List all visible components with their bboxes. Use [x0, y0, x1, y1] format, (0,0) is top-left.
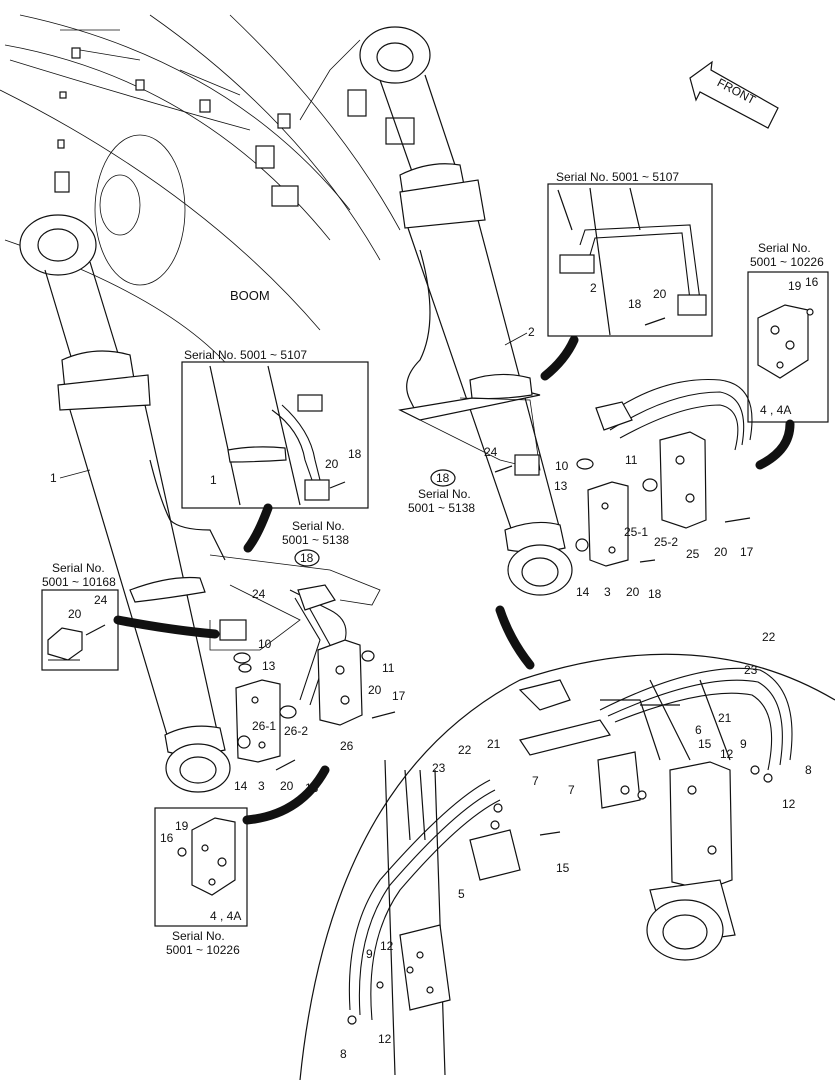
callout-20-e: 20: [280, 779, 294, 793]
callout-24-a: 24: [94, 593, 108, 607]
callout-22-b: 22: [458, 743, 472, 757]
callout-18-a: 18: [348, 447, 362, 461]
inset-bottom-10226-caption-2: 5001 ~ 10226: [166, 943, 240, 957]
inset-10168-drawing: [47, 624, 106, 661]
callout-24-b: 24: [252, 587, 266, 601]
callout-2: 2: [528, 325, 535, 339]
callout-23-b: 23: [432, 761, 446, 775]
callout-26-2: 26-2: [284, 724, 308, 738]
inset-left-5107-drawing: [209, 365, 346, 506]
inset-bottom-10226-caption-1: Serial No.: [172, 929, 225, 943]
callout-17-a: 17: [392, 689, 406, 703]
callout-13-b: 13: [554, 479, 568, 493]
detail-circle-outline: [299, 653, 835, 1080]
callout-7-b: 7: [532, 774, 539, 788]
callout-12-c: 12: [380, 939, 394, 953]
callout-9-a: 9: [740, 737, 747, 751]
left-boom-cylinder: [19, 214, 231, 793]
boom-label: BOOM: [230, 288, 270, 303]
callout-10-b: 10: [555, 459, 569, 473]
callout-5: 5: [458, 887, 465, 901]
inset-top-10226-caption-2: 5001 ~ 10226: [750, 255, 824, 269]
callout-18-circ-left: 18: [300, 551, 314, 565]
circled-18-right: [430, 469, 456, 487]
inset-10168-caption-2: 5001 ~ 10168: [42, 575, 116, 589]
left-valve-hoses: [219, 584, 396, 771]
callout-arcs: [113, 335, 795, 825]
callout-25-2: 25-2: [654, 535, 678, 549]
inset-serial-10168: [41, 589, 119, 671]
callout-26: 26: [340, 739, 354, 753]
callout-25-1: 25-1: [624, 525, 648, 539]
callout-16-b: 16: [160, 831, 174, 845]
callout-19-b: 19: [175, 819, 189, 833]
serial-5138-left-caption-1: Serial No.: [292, 519, 345, 533]
callout-18-b: 18: [628, 297, 642, 311]
inset-top-10226-caption-1: Serial No.: [758, 241, 811, 255]
inset-serial-5107-left: [181, 361, 369, 509]
boom-brackets: [54, 47, 415, 207]
serial-5138-right-caption-1: Serial No.: [418, 487, 471, 501]
inset-bottom-10226-block: [177, 817, 236, 896]
callout-14-b: 14: [576, 585, 590, 599]
callout-20-g: 20: [626, 585, 640, 599]
callout-3-b: 3: [604, 585, 611, 599]
callout-8-a: 8: [805, 763, 812, 777]
callout-2b: 2: [590, 281, 597, 295]
callout-16-a: 16: [805, 275, 819, 289]
callout-3-a: 3: [258, 779, 265, 793]
callout-20-d: 20: [368, 683, 382, 697]
callout-23-a: 23: [744, 663, 758, 677]
callout-11-b: 11: [625, 453, 638, 467]
callout-18-d: 18: [648, 587, 662, 601]
callout-15-a: 15: [698, 737, 712, 751]
callout-8-b: 8: [340, 1047, 347, 1061]
boom-outline: [0, 14, 401, 381]
callout-22-a: 22: [762, 630, 776, 644]
callout-19-a: 19: [788, 279, 802, 293]
callout-20-a: 20: [325, 457, 339, 471]
callout-13-a: 13: [262, 659, 276, 673]
callout-7-a: 7: [568, 783, 575, 797]
inset-left-5107-caption: Serial No. 5001 ~ 5107: [184, 348, 307, 362]
right-valve-hoses: [494, 378, 753, 567]
inset-10168-caption-1: Serial No.: [52, 561, 105, 575]
callout-20-b: 20: [653, 287, 667, 301]
callout-4-4a-top: 4 , 4A: [760, 403, 791, 417]
callout-1b: 1: [210, 473, 217, 487]
callout-6: 6: [695, 723, 702, 737]
callout-10-a: 10: [258, 637, 272, 651]
callout-21-b: 21: [487, 737, 501, 751]
callout-18-circ-right: 18: [436, 471, 450, 485]
callout-1: 1: [50, 471, 57, 485]
callout-15-b: 15: [556, 861, 570, 875]
callout-20-c: 20: [68, 607, 82, 621]
callout-21-a: 21: [718, 711, 732, 725]
serial-5138-right-caption-2: 5001 ~ 5138: [408, 501, 475, 515]
inset-right-5107-drawing: [557, 187, 707, 336]
callout-24-c: 24: [484, 445, 498, 459]
callout-17-b: 17: [740, 545, 754, 559]
inset-top-10226-block: [757, 304, 814, 379]
callout-20-f: 20: [714, 545, 728, 559]
callout-12-d: 12: [378, 1032, 392, 1046]
callout-11-a: 11: [382, 661, 395, 675]
serial-5138-left-caption-2: 5001 ~ 5138: [282, 533, 349, 547]
right-boom-cylinder: [359, 26, 573, 596]
callout-9-b: 9: [366, 947, 373, 961]
detail-view-drawing: [347, 667, 793, 1076]
callout-4-4a-bot: 4 , 4A: [210, 909, 241, 923]
callout-14-a: 14: [234, 779, 248, 793]
circled-18-left: [294, 549, 320, 567]
callout-26-1: 26-1: [252, 719, 276, 733]
front-arrow: FRONT: [689, 60, 779, 129]
callout-25: 25: [686, 547, 700, 561]
inset-right-5107-caption: Serial No. 5001 ~ 5107: [556, 170, 679, 184]
callout-12-b: 12: [782, 797, 796, 811]
callout-12-a: 12: [720, 747, 734, 761]
